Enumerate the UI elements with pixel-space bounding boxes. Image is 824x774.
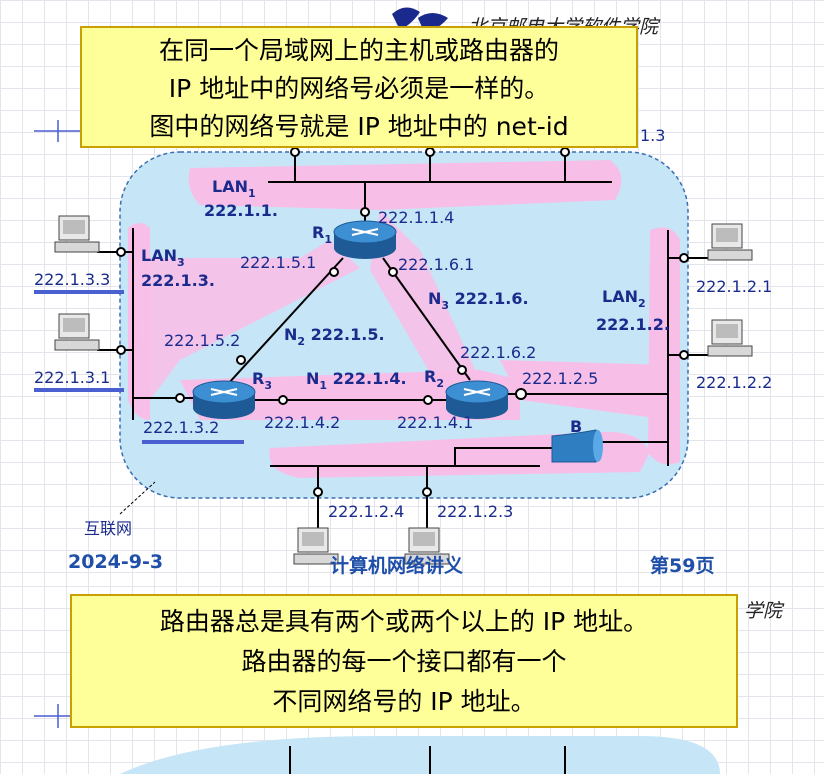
ip-host-131: 222.1.3.1 <box>34 368 110 387</box>
lan2-net: 222.1.2. <box>596 315 670 334</box>
host-222-1-2-1-icon <box>707 223 753 261</box>
callout-bottom: 路由器总是具有两个或两个以上的 IP 地址。 路由器的每一个接口都有一个 不同网… <box>70 594 738 728</box>
host-222-1-3-1-icon <box>54 313 100 351</box>
r3-label: R3 <box>252 369 272 392</box>
bridge-label: B <box>570 417 582 436</box>
callout-top: 在同一个局域网上的主机或路由器的 IP 地址中的网络号必须是一样的。 图中的网络… <box>80 26 638 148</box>
router-r1-icon <box>333 220 397 259</box>
ip-r2-lan2: 222.1.2.5 <box>522 369 598 388</box>
lan3-net: 222.1.3. <box>141 271 215 290</box>
network-diagram: LAN1 222.1.1. LAN3 222.1.3. LAN2 222.1.2… <box>34 7 772 565</box>
lan3-label: LAN3 <box>141 246 185 269</box>
ip-r3-n1: 222.1.4.2 <box>264 413 340 432</box>
ip-host-133: 222.1.3.3 <box>34 270 110 289</box>
lan2-label: LAN2 <box>602 287 646 310</box>
ip-r1-n3: 222.1.6.1 <box>398 255 474 274</box>
ip-r1-n2: 222.1.5.1 <box>240 253 316 272</box>
callout-top-line-1: 在同一个局域网上的主机或路由器的 <box>158 36 559 65</box>
callout-bottom-line-2: 路由器的每一个接口都有一个 <box>241 647 567 676</box>
r1-label: R1 <box>312 223 332 246</box>
footer-page: 第59页 <box>650 555 715 577</box>
lan-highlights <box>128 160 680 478</box>
router-r2-icon <box>445 380 509 419</box>
ip-r3-lan3: 222.1.3.2 <box>143 418 219 437</box>
ip-r2-n1: 222.1.4.1 <box>397 413 473 432</box>
ip-host-123: 222.1.2.3 <box>437 502 513 521</box>
n3-label: N3 222.1.6. <box>428 289 529 312</box>
ip-r1-lan1: 222.1.1.4 <box>378 208 454 227</box>
router-r3-icon <box>192 380 256 419</box>
slide-bottom: 学院 路由器总是具有两个或两个以上的 IP 地址。 路由器的每一个接口都有一个 … <box>0 586 824 774</box>
host-222-1-3-3-icon <box>54 215 100 253</box>
n1-label: N1 222.1.4. <box>306 369 407 392</box>
bridge-icon <box>551 429 603 463</box>
host-222-1-2-3-icon <box>404 527 450 565</box>
footer-date: 2024-9-3 <box>68 551 164 573</box>
callout-top-line-3: 图中的网络号就是 IP 地址中的 net-id <box>149 112 569 141</box>
internet-label: 互联网 <box>84 519 132 538</box>
ip-host-122: 222.1.2.2 <box>696 373 772 392</box>
footer-title: 计算机网络讲义 <box>330 555 464 577</box>
n2-label: N2 222.1.5. <box>284 325 385 348</box>
lan1-label: LAN1 <box>212 177 256 200</box>
host-222-1-2-4-icon <box>293 527 339 565</box>
ip-partial: 1.3 <box>640 126 665 145</box>
ip-r2-n3: 222.1.6.2 <box>460 343 536 362</box>
lan1-net: 222.1.1. <box>204 201 278 220</box>
slide-top: LAN1 222.1.1. LAN3 222.1.3. LAN2 222.1.2… <box>0 0 824 586</box>
callout-bottom-line-3: 不同网络号的 IP 地址。 <box>272 687 536 716</box>
institution-header-partial: 学院 <box>744 600 783 622</box>
ip-r3-n2: 222.1.5.2 <box>164 331 240 350</box>
callout-top-line-2: IP 地址中的网络号必须是一样的。 <box>168 74 550 103</box>
ip-host-124: 222.1.2.4 <box>328 502 404 521</box>
ip-host-121: 222.1.2.1 <box>696 277 772 296</box>
host-222-1-2-2-icon <box>707 319 753 357</box>
callout-bottom-line-1: 路由器总是具有两个或两个以上的 IP 地址。 <box>159 607 649 636</box>
r2-label: R2 <box>424 367 444 390</box>
